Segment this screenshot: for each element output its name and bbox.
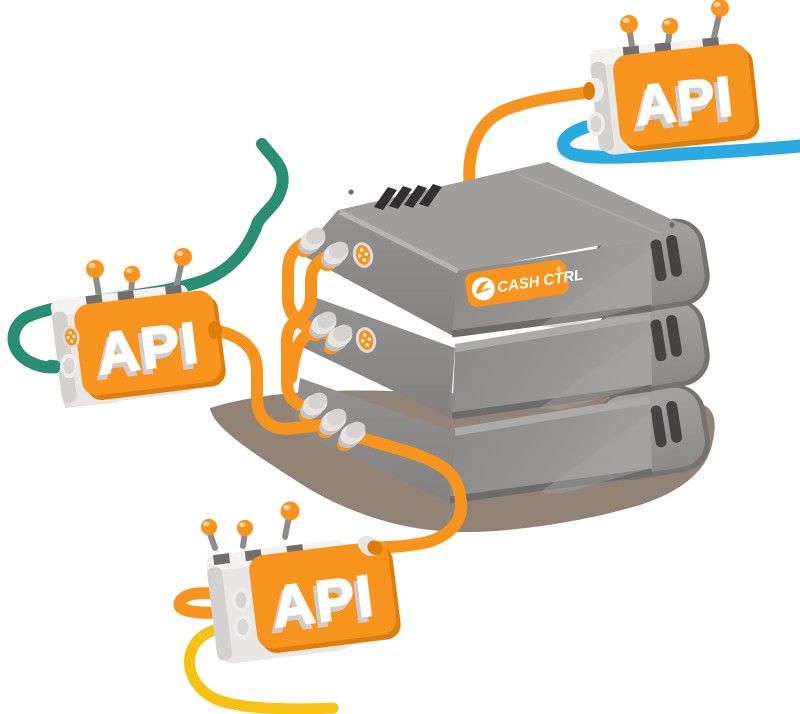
api-label: API bbox=[632, 64, 737, 137]
vent-grill-icon bbox=[374, 184, 442, 210]
orange-cable-server-to-bottom-box bbox=[344, 428, 467, 554]
api-label: API bbox=[265, 568, 375, 645]
screw-icon bbox=[348, 189, 354, 195]
logo-swirl-icon bbox=[471, 277, 495, 301]
screw-icon bbox=[669, 222, 675, 228]
server-unit-top: CASH CTRL ® bbox=[300, 162, 710, 338]
orange-cable-weave-b1 bbox=[282, 234, 340, 342]
api-box-left: API API bbox=[45, 248, 226, 408]
api-box-top-right: API API bbox=[583, 0, 760, 155]
server-stack: CASH CTRL ® bbox=[293, 162, 710, 504]
logo-registered-mark: ® bbox=[556, 265, 563, 274]
blue-cable bbox=[557, 120, 800, 164]
cable-nut-icon bbox=[367, 540, 383, 556]
antenna-icon bbox=[200, 501, 300, 551]
api-box-bottom: API API bbox=[200, 501, 401, 664]
yellow-cable bbox=[184, 620, 339, 714]
teal-cable bbox=[7, 138, 289, 374]
cable-nut-icon bbox=[208, 321, 222, 339]
api-label: API bbox=[269, 563, 379, 640]
cable-nut-icon bbox=[583, 82, 595, 100]
api-label: API bbox=[90, 315, 200, 392]
orange-cable-box-to-server bbox=[208, 324, 336, 435]
orange-cable-top bbox=[463, 87, 589, 194]
api-label: API bbox=[94, 310, 204, 387]
teal-plug-icon bbox=[45, 359, 61, 374]
server-unit-middle bbox=[300, 294, 710, 420]
api-label: API bbox=[628, 69, 733, 142]
